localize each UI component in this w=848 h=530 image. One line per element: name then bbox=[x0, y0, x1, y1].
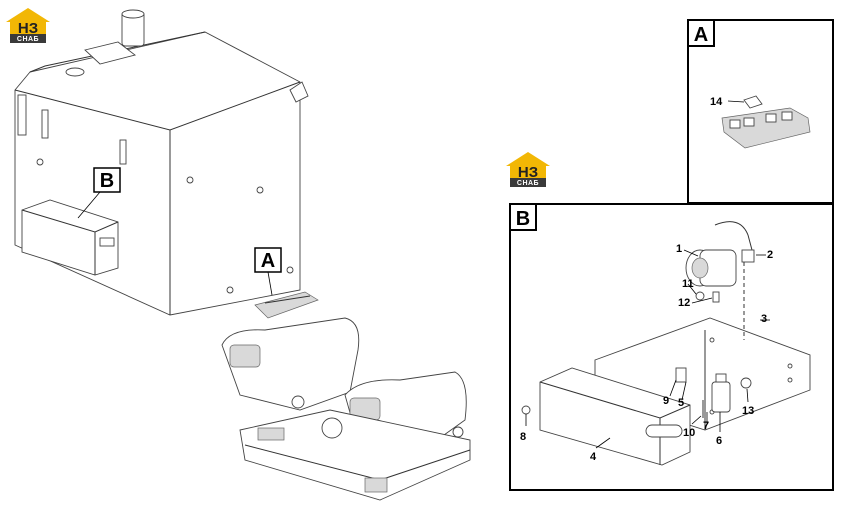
nut-11 bbox=[695, 291, 705, 301]
callout-b-box: B bbox=[21, 167, 121, 276]
clip-9 bbox=[675, 367, 687, 383]
callout-a-group: A bbox=[254, 247, 319, 319]
relay-unit bbox=[711, 373, 731, 413]
part-label-14: 14 bbox=[710, 96, 723, 108]
part-label-10: 10 bbox=[683, 427, 695, 439]
detail-a-title: A bbox=[694, 24, 708, 46]
cushion-block bbox=[539, 367, 691, 466]
nut-13 bbox=[740, 377, 752, 389]
part-label-8: 8 bbox=[520, 431, 526, 443]
part-label-5: 5 bbox=[678, 397, 684, 409]
motor-unit bbox=[685, 221, 755, 340]
callout-a-label: A bbox=[261, 250, 275, 272]
bolt-12 bbox=[712, 291, 720, 303]
logo-main-text: НЗ bbox=[18, 20, 38, 37]
part-label-9: 9 bbox=[663, 395, 669, 407]
part-label-4: 4 bbox=[590, 451, 597, 463]
detail-b-panel: B bbox=[509, 203, 834, 491]
part-label-6: 6 bbox=[716, 435, 722, 447]
part-label-2: 2 bbox=[767, 249, 773, 261]
logo-sub-text: СНАБ bbox=[17, 36, 39, 43]
switch-block bbox=[721, 95, 811, 149]
detail-a-panel: A 14 bbox=[687, 19, 834, 204]
bolt-8 bbox=[521, 405, 531, 415]
part-label-1: 1 bbox=[676, 243, 682, 255]
part-label-7: 7 bbox=[703, 420, 709, 432]
callout-b-label: B bbox=[100, 170, 114, 192]
part-label-11: 11 bbox=[682, 278, 694, 290]
main-assembly-view: B A bbox=[14, 9, 471, 501]
brand-logo-middle: НЗ СНАБ bbox=[506, 152, 550, 187]
logo-main-text: НЗ bbox=[518, 164, 538, 181]
part-label-13: 13 bbox=[742, 405, 754, 417]
brand-logo-top-left: НЗ СНАБ bbox=[6, 8, 50, 43]
logo-sub-text: СНАБ bbox=[517, 180, 539, 187]
part-label-12: 12 bbox=[678, 297, 690, 309]
detail-b-title: B bbox=[516, 208, 530, 230]
console-base bbox=[221, 317, 471, 501]
part-label-3: 3 bbox=[761, 313, 767, 325]
